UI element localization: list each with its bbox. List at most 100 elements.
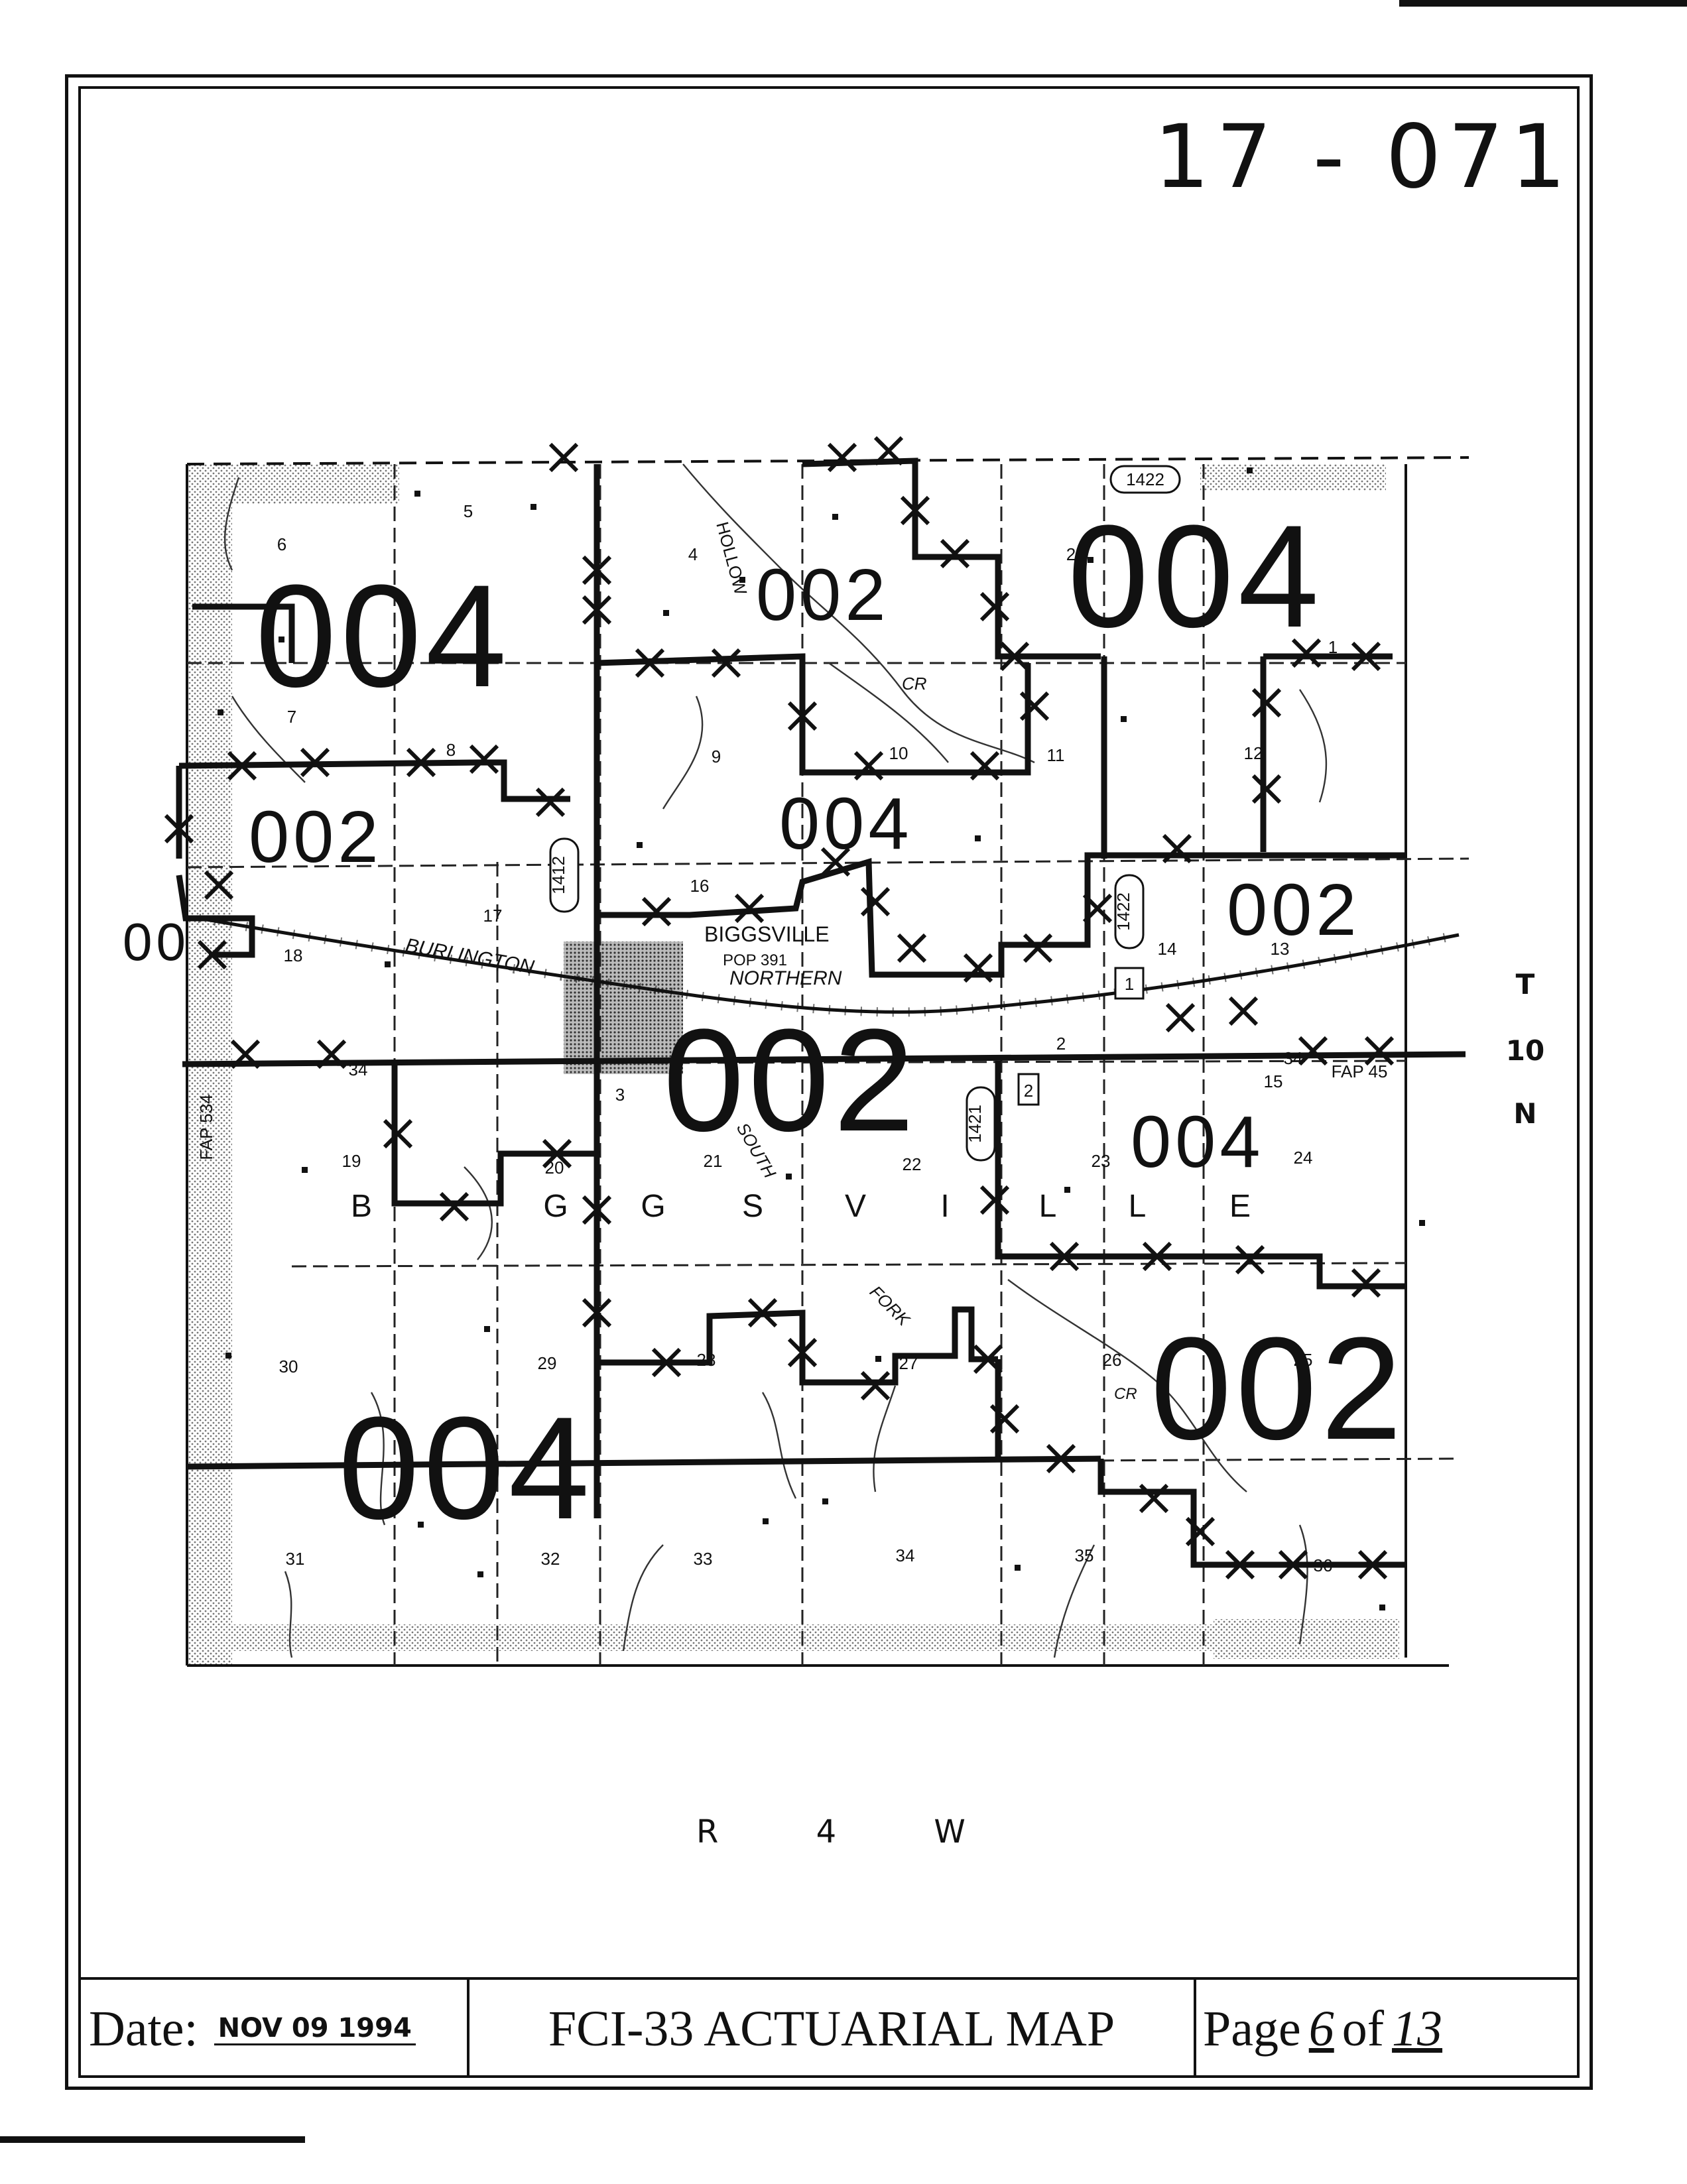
section-number: 23: [1092, 1151, 1111, 1171]
township-letter: G: [641, 1189, 665, 1224]
section-number: 4: [688, 544, 698, 564]
page-border-outer: [65, 74, 1593, 2090]
section-number: 12: [1244, 743, 1263, 763]
section-number: 31: [286, 1549, 305, 1569]
section-number: 7: [287, 707, 296, 727]
section-number: 24: [1294, 1148, 1313, 1168]
range-label: R 4 W: [696, 1813, 1009, 1850]
place-label: HOLLOW: [712, 520, 751, 597]
route-label: 2: [1056, 1034, 1066, 1054]
section-number: 16: [690, 876, 710, 896]
township-letter-t: T: [1515, 968, 1535, 1001]
section-number: 6: [277, 534, 286, 554]
railroad: [198, 914, 1460, 1017]
zone-code: 004: [779, 783, 913, 865]
of-label: of: [1342, 2000, 1385, 2057]
section-number: 2: [1066, 544, 1076, 564]
route-label: 1422: [1126, 469, 1164, 489]
section-number: 33: [694, 1549, 713, 1569]
section-number: 35: [1075, 1546, 1094, 1565]
section-number: 32: [541, 1549, 560, 1569]
page-cell: Page 6 of 13: [1196, 1980, 1580, 2078]
route-shields: [549, 465, 1181, 1162]
route-label: 34: [1284, 1048, 1303, 1068]
section-number: 1: [1328, 637, 1338, 657]
township-letter: L: [1129, 1189, 1147, 1224]
page-number: 6: [1308, 2000, 1334, 2057]
scan-edge-top: [1399, 0, 1687, 7]
township-letter: E: [1229, 1189, 1251, 1224]
zone-code: 004: [1131, 1101, 1265, 1183]
township-letter: B: [351, 1189, 372, 1224]
section-number: 34: [896, 1546, 915, 1565]
place-label: FORK: [866, 1282, 914, 1330]
township-letter: L: [1039, 1189, 1057, 1224]
page-total: 13: [1392, 2000, 1443, 2057]
zone-code: 004: [338, 1386, 594, 1549]
section-number: 17: [483, 906, 503, 926]
zone-code: 002: [1151, 1307, 1406, 1470]
section-number: 5: [464, 501, 473, 521]
township-name: B G G S V I L L E: [351, 1189, 1251, 1224]
date-stamp: NOV 09 1994: [214, 2013, 416, 2045]
section-number: 36: [1314, 1555, 1333, 1575]
section-number: 11: [1047, 745, 1065, 765]
town-name: BIGGSVILLE: [704, 922, 830, 946]
section-numbers: 2 14 13 1 3 4 5 6 7 8 9 10 11 12 16 17 1…: [277, 501, 1338, 1575]
section-number: 26: [1103, 1350, 1122, 1370]
township-letter: V: [845, 1189, 866, 1224]
zone-code: 002: [756, 554, 890, 636]
section-number: 9: [712, 747, 721, 766]
route-label: 2: [1024, 1081, 1033, 1101]
scan-edge-bottom: [0, 2136, 305, 2143]
section-number: 25: [1294, 1350, 1313, 1370]
route-label: 1: [1125, 974, 1134, 994]
section-number: 13: [1271, 939, 1290, 959]
township-letter: I: [940, 1189, 949, 1224]
town-area: [564, 941, 683, 1074]
section-number: 27: [899, 1353, 918, 1373]
section-number: 29: [538, 1353, 557, 1373]
section-number: 28: [697, 1350, 716, 1370]
boundary-x-marks: [164, 436, 1395, 1580]
title-cell: FCI-33 ACTUARIAL MAP: [469, 1980, 1196, 2078]
page-label: Page: [1203, 2000, 1301, 2057]
township-letter: G: [543, 1189, 568, 1224]
route-label: 1412: [548, 856, 568, 894]
route-label: 1421: [965, 1105, 985, 1143]
date-label: Date:: [89, 2000, 198, 2057]
map-id: 17 - 071: [1154, 106, 1573, 208]
place-label: CR: [1114, 1385, 1137, 1403]
map-title: FCI-33 ACTUARIAL MAP: [548, 2000, 1115, 2057]
route-label: 34: [349, 1060, 368, 1079]
zone-code: 004: [1068, 495, 1323, 658]
township-letter: S: [742, 1189, 763, 1224]
zone-codes: 004 002 004 002 004 00 002 002 004 002 0…: [123, 495, 1406, 1549]
section-number: 22: [903, 1154, 922, 1174]
route-label: 1422: [1113, 892, 1133, 931]
place-label: BURLINGTON: [404, 934, 536, 979]
section-number: 8: [446, 740, 456, 760]
section-number: 10: [889, 743, 908, 763]
section-number: 19: [342, 1151, 361, 1171]
route-labels: 1422 1412 1421 1422 FAP 534 FAP 45 34 2 …: [196, 469, 1387, 1160]
zone-code: 002: [1227, 869, 1361, 951]
section-number: 15: [1264, 1071, 1283, 1091]
township-letter-n: N: [1513, 1097, 1537, 1130]
section-number: 14: [1158, 939, 1177, 959]
route-label: FAP 534: [196, 1094, 216, 1160]
section-number: 3: [615, 1085, 625, 1105]
farmstead-markers: [218, 467, 1425, 1610]
section-number: 18: [284, 945, 303, 965]
place-label: NORTHERN: [729, 967, 842, 989]
page-border-inner: [78, 86, 1580, 2078]
place-label: CR: [902, 674, 927, 694]
map-margin-shading: [187, 464, 1399, 1664]
zone-boundaries: [176, 457, 1466, 1568]
section-number: 30: [279, 1357, 298, 1376]
section-number: 20: [545, 1158, 564, 1178]
route-label: FAP 45: [1332, 1062, 1388, 1081]
zone-code: 002: [249, 796, 383, 878]
town-population: POP 391: [723, 951, 787, 969]
